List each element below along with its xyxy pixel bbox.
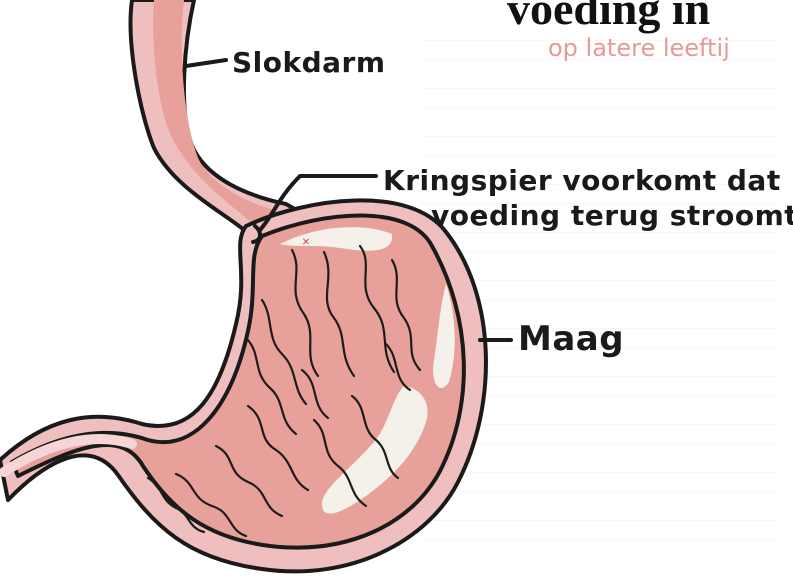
stomach-inner-lumen: [12, 215, 464, 547]
sphincter-label-line1: Kringspier voorkomt dat: [383, 164, 781, 197]
subtitle: op latere leeftij: [548, 34, 730, 62]
esophagus-label: Slokdarm: [232, 46, 386, 79]
sphincter-label-line2: voeding terug stroomt: [431, 199, 793, 232]
title-fragment: voeding in: [507, 0, 710, 34]
anatomy: ×: [0, 0, 486, 571]
header-text: voeding in op latere leeftij: [507, 0, 730, 62]
stomach-label: Maag: [518, 319, 624, 359]
esophagus-leader-line: [186, 60, 226, 66]
sphincter-marker: ×: [302, 235, 310, 250]
esophagus-lumen: [153, 0, 288, 229]
